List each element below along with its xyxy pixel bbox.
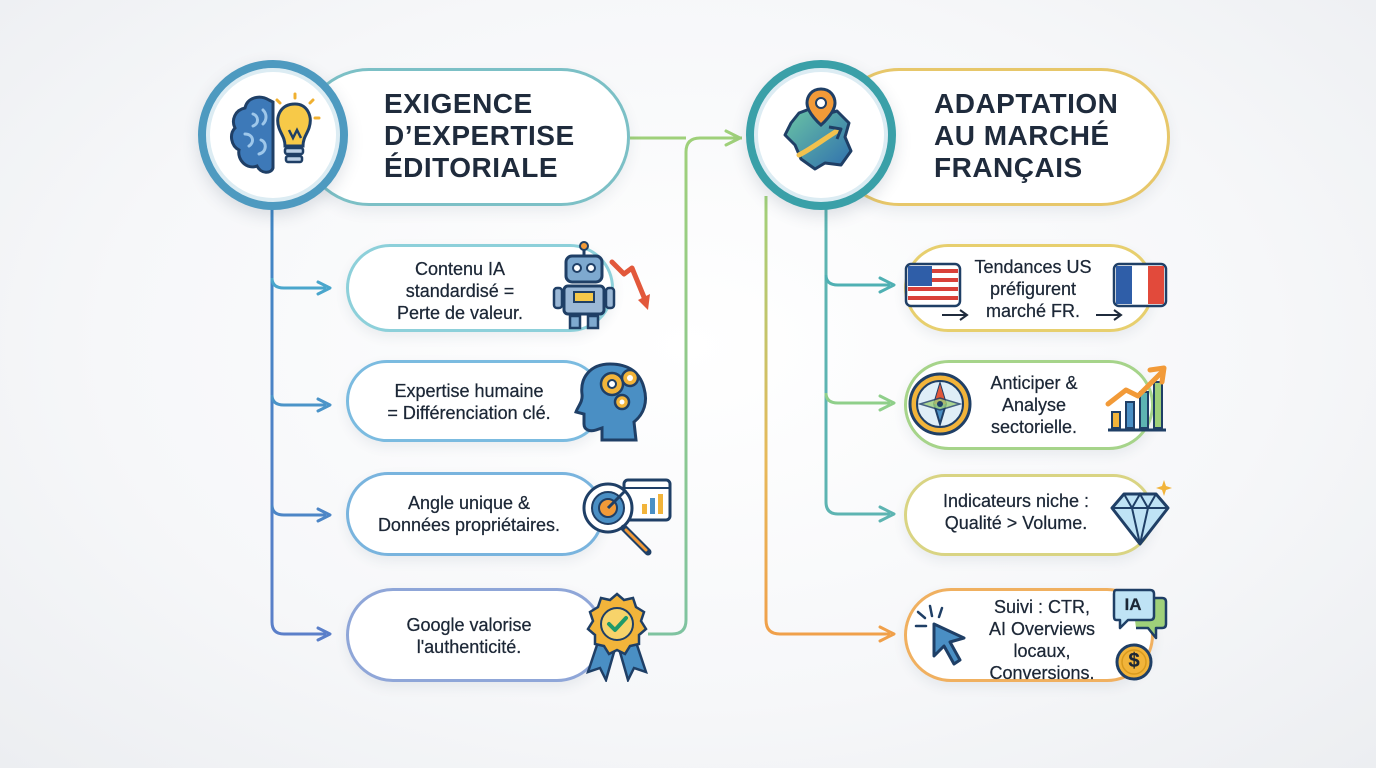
right-item-2-line-2: Analyse (1001, 395, 1067, 415)
right-item-3-text: Indicateurs niche : Qualité > Volume. (916, 490, 1116, 534)
us-flag-icon (904, 262, 962, 313)
left-item-4-line-1: Google valorise (406, 615, 532, 635)
right-item-4-line-2: AI Overviews (988, 619, 1096, 639)
left-header-title: Exigence d’expertise éditoriale (384, 88, 575, 184)
left-item-1-line-1: Contenu IA (414, 259, 506, 279)
right-header-title: Adaptation au marché français (934, 88, 1118, 184)
award-badge-icon (582, 592, 652, 687)
cursor-click-icon (912, 602, 976, 673)
left-item-4-line-2: l'authenticité. (416, 637, 522, 657)
right-item-4-line-4: Conversions. (989, 663, 1095, 683)
brain-lightbulb-icon (198, 60, 348, 210)
dollar-coin-icon (1114, 642, 1154, 687)
dollar-sign-label: $ (1128, 650, 1140, 672)
right-title-line-3: français (934, 152, 1083, 183)
left-item-2-text: Expertise humaine = Différenciation clé. (354, 380, 584, 424)
ia-badge-label: IA (1124, 595, 1142, 614)
right-item-4-text: Suivi : CTR, AI Overviews locaux, Conver… (968, 596, 1116, 684)
right-title-line-1: Adaptation (934, 88, 1119, 119)
left-item-4-text: Google valorise l'authenticité. (362, 614, 576, 658)
right-item-1-text: Tendances US préfigurent marché FR. (958, 256, 1108, 322)
right-item-4-line-1: Suivi : CTR, (993, 597, 1090, 617)
right-item-3-card (904, 474, 1154, 556)
left-title-line-1: Exigence (384, 88, 533, 119)
arrow-right-icon (1094, 308, 1124, 327)
left-item-3-text: Angle unique & Données propriétaires. (352, 492, 586, 536)
right-title-line-2: au marché (934, 120, 1110, 151)
right-item-2-text: Anticiper & Analyse sectorielle. (976, 372, 1092, 438)
ia-chat-bubble-icon (1112, 588, 1168, 645)
left-item-1-line-2: standardisé = (405, 281, 515, 301)
target-magnifier-icon (578, 476, 674, 565)
right-item-3-line-2: Qualité > Volume. (944, 513, 1088, 533)
left-item-1-text: Contenu IA standardisé = Perte de valeur… (360, 258, 560, 324)
growth-chart-icon (1104, 364, 1170, 439)
robot-decline-icon (552, 240, 656, 337)
left-header-pill (300, 68, 630, 206)
left-item-2-line-2: = Différenciation clé. (387, 403, 551, 423)
diamond-icon (1110, 478, 1174, 555)
right-item-4-line-3: locaux, (1013, 641, 1071, 661)
france-flag-icon (1112, 262, 1168, 313)
right-item-2-line-3: sectorielle. (990, 417, 1078, 437)
right-item-1-line-3: marché FR. (985, 301, 1081, 321)
left-item-3-card (346, 472, 604, 556)
right-item-1-line-1: Tendances US (974, 257, 1092, 277)
left-title-line-3: éditoriale (384, 152, 559, 183)
left-item-2-line-1: Expertise humaine (394, 381, 544, 401)
arrow-right-icon (940, 308, 970, 327)
right-item-1-line-2: préfigurent (989, 279, 1077, 299)
compass-icon (906, 370, 974, 443)
left-title-line-2: d’expertise (384, 120, 575, 151)
france-map-pin-icon (746, 60, 896, 210)
left-item-3-line-1: Angle unique & (407, 493, 531, 513)
right-item-3-line-1: Indicateurs niche : (942, 491, 1090, 511)
left-item-1-line-3: Perte de valeur. (396, 303, 524, 323)
left-item-2-card (346, 360, 604, 442)
head-gears-icon (572, 358, 652, 447)
left-item-3-line-2: Données propriétaires. (377, 515, 561, 535)
right-item-2-line-1: Anticiper & (990, 373, 1078, 393)
